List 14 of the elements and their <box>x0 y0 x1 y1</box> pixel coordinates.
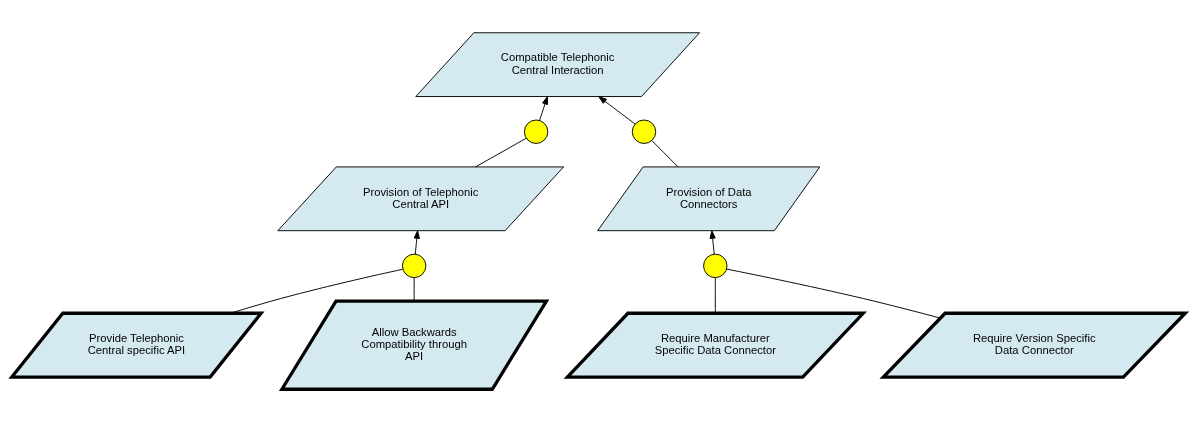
arrow <box>709 229 716 255</box>
connector <box>714 277 716 314</box>
node-circle <box>401 253 427 278</box>
arrow <box>539 95 549 121</box>
connector <box>726 268 941 319</box>
connector <box>230 268 404 314</box>
node-circle <box>703 253 728 278</box>
node-circle <box>631 119 657 144</box>
connector <box>475 137 527 167</box>
arrow <box>413 229 420 255</box>
connector <box>651 139 679 167</box>
node-circle <box>523 119 549 144</box>
connector <box>413 276 415 301</box>
arrow <box>598 95 636 124</box>
